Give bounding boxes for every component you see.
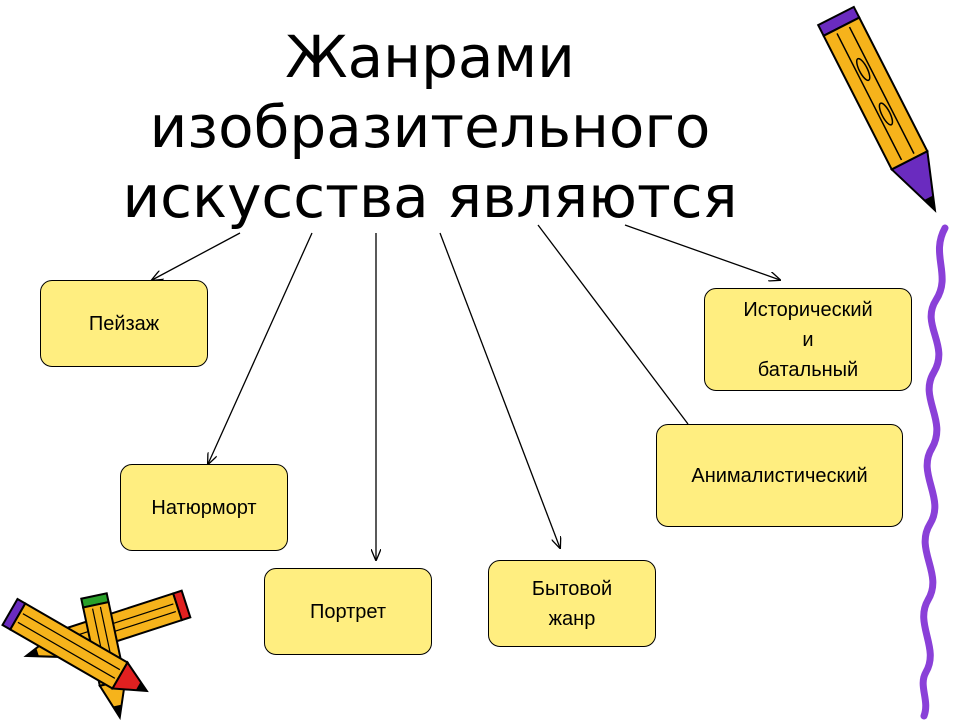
genre-historical-label-3: батальный: [757, 358, 859, 381]
genre-historical-box: Исторический и батальный: [704, 288, 912, 391]
diagram-title: Жанрами изобразительного искусства являю…: [120, 22, 740, 232]
arrow-to-landscape: [152, 232, 241, 280]
pencil-icon: [816, 5, 937, 213]
genre-portrait-box: Портрет: [264, 568, 432, 655]
genre-historical-label-1: Исторический: [743, 298, 873, 321]
genre-portrait-label: Портрет: [309, 600, 387, 623]
arrow-to-everyday: [439, 232, 560, 548]
title-line-1: Жанрами: [285, 23, 575, 91]
genre-everyday-label-2: жанр: [548, 607, 596, 630]
genre-animal-label: Анималистический: [691, 464, 868, 487]
genre-landscape-label: Пейзаж: [88, 312, 160, 335]
arrow-to-still-life: [208, 232, 313, 464]
crossed-pencils-icon: [1, 589, 192, 720]
title-line-3: искусства являются: [122, 163, 738, 231]
genre-everyday-label-1: Бытовой: [531, 577, 613, 600]
line-to-animal: [537, 224, 689, 425]
title-line-2: изобразительного: [149, 93, 711, 161]
genre-still-life-box: Натюрморт: [120, 464, 288, 551]
genre-historical-label-2: и: [802, 328, 814, 351]
genre-still-life-label: Натюрморт: [151, 496, 257, 519]
genre-animal-box: Анималистический: [656, 424, 903, 527]
genre-landscape-box: Пейзаж: [40, 280, 208, 367]
arrow-to-historical: [624, 224, 780, 280]
purple-ribbon: [919, 224, 949, 720]
genre-everyday-box: Бытовой жанр: [488, 560, 656, 647]
